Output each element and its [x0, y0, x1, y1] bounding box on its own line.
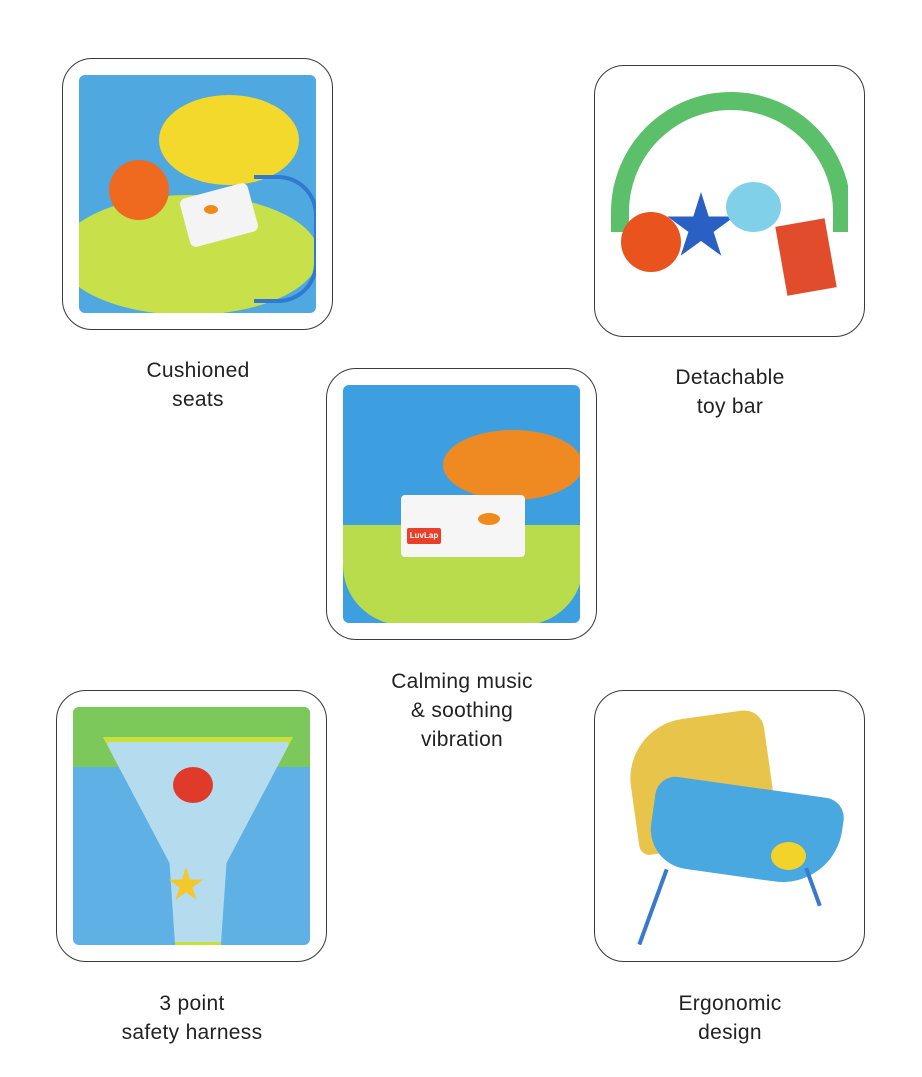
- brand-logo: LuvLap: [407, 528, 441, 544]
- feature-label: Calming music & soothing vibration: [391, 670, 533, 751]
- harness-image: [73, 707, 310, 945]
- feature-label: Ergonomic design: [678, 992, 782, 1044]
- toy-bar-image: [611, 82, 848, 320]
- feature-card-toy-bar: [594, 65, 865, 337]
- feature-card-ergonomic-design: [594, 690, 865, 962]
- music-unit-image: LuvLap: [343, 385, 580, 623]
- feature-card-music-vibration: LuvLap: [326, 368, 597, 640]
- feature-label: 3 point safety harness: [121, 992, 263, 1044]
- cushioned-seat-image: [79, 75, 316, 313]
- feature-card-cushioned-seats: [62, 58, 333, 330]
- feature-label: Cushioned seats: [146, 359, 250, 411]
- bouncer-image: [611, 707, 848, 945]
- feature-label: Detachable toy bar: [675, 366, 785, 418]
- feature-card-safety-harness: [56, 690, 327, 962]
